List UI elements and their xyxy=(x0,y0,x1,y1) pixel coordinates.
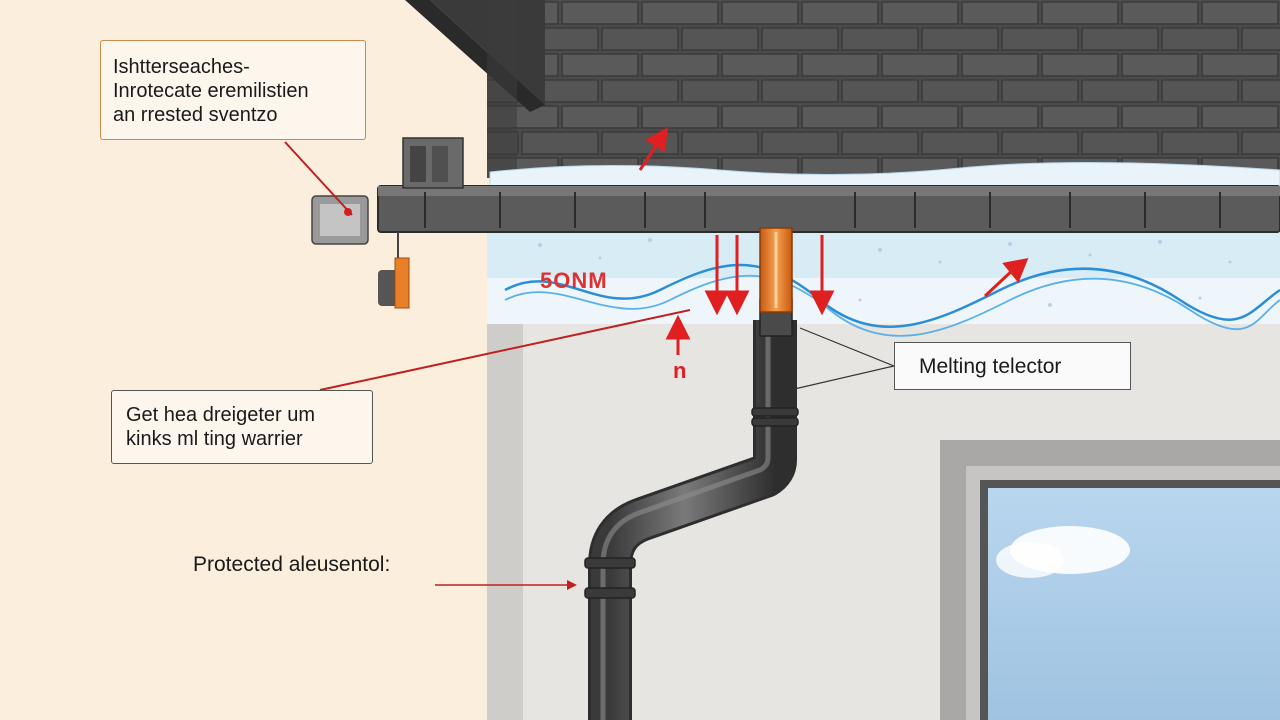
flow-arrows xyxy=(638,127,1029,355)
downspout xyxy=(584,299,799,720)
window xyxy=(940,440,1280,720)
protected-label: Protected aleusentol: xyxy=(193,553,391,576)
callout-middle: Get hea dreigeter um kinks ml ting warri… xyxy=(111,390,373,464)
callout-middle-line1: Get hea dreigeter um xyxy=(126,404,315,426)
roof xyxy=(405,0,1280,178)
heat-cable xyxy=(504,263,1280,337)
callout-middle-line2: kinks ml ting warrier xyxy=(126,428,303,450)
callout-melting-label: Melting telector xyxy=(919,355,1062,378)
bracket-device xyxy=(311,137,464,309)
callout-top: Ishtterseaches- Inrotecate eremilistien … xyxy=(100,40,366,140)
wall-shadow xyxy=(487,310,523,720)
roof-snow xyxy=(489,161,1280,189)
gutter xyxy=(377,185,1280,233)
temperature-marker: 5ONM xyxy=(540,268,608,293)
heater-element xyxy=(759,227,793,313)
callout-melting: Melting telector xyxy=(894,342,1131,390)
callout-top-line1: Ishtterseaches- xyxy=(113,56,250,78)
arrow-label: n xyxy=(673,358,687,383)
callout-top-line3: an rrested sventzo xyxy=(113,104,278,126)
leader-lines xyxy=(284,141,895,590)
callout-top-line2: Inrotecate eremilistien xyxy=(113,80,309,102)
